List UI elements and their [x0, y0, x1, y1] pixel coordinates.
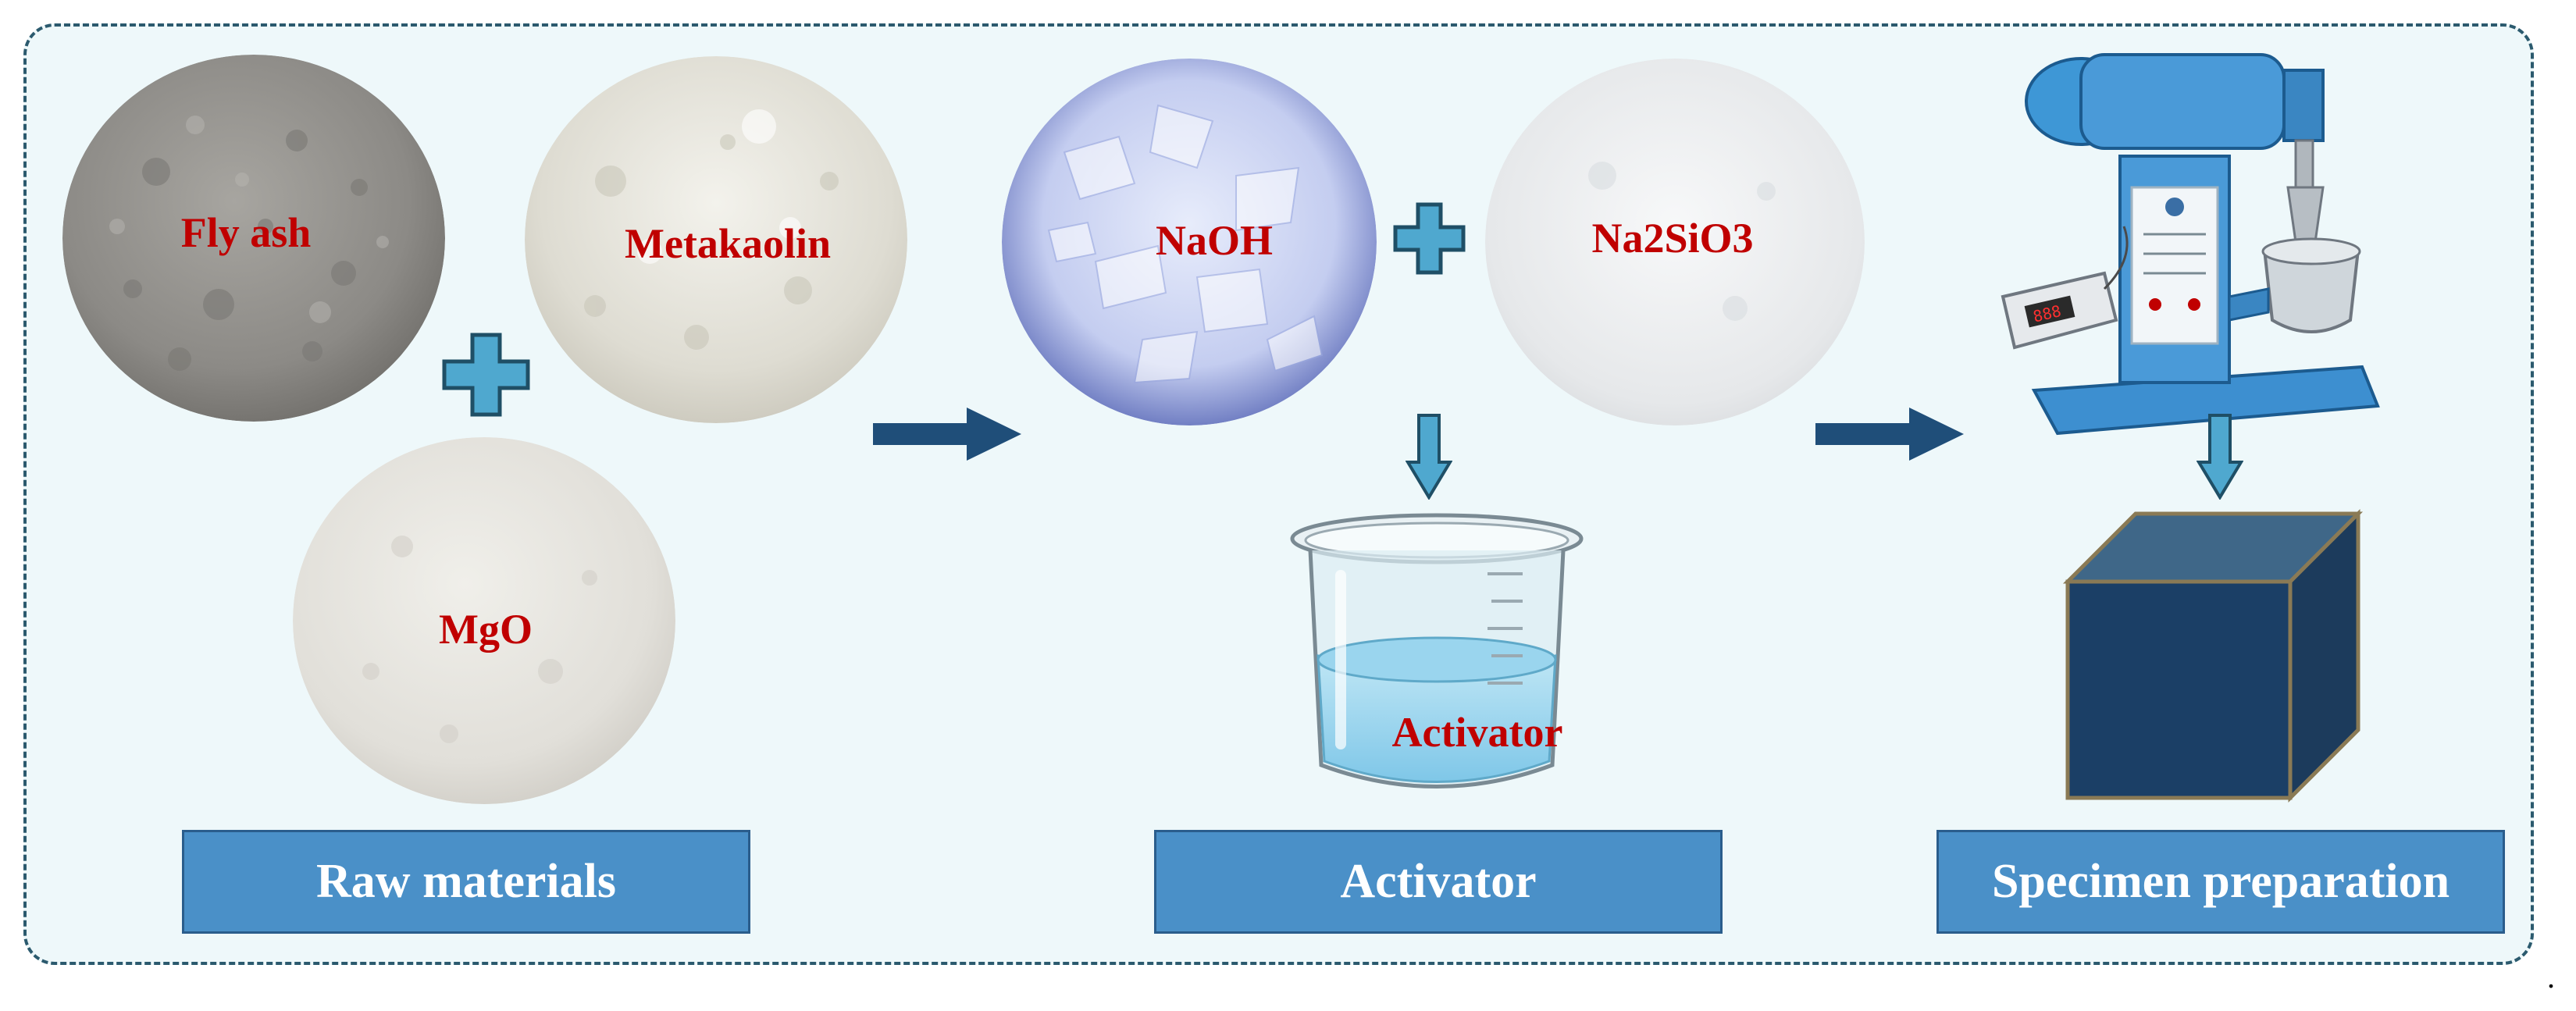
down-arrow-icon	[2197, 414, 2243, 500]
metakaolin-label: Metakaolin	[625, 219, 831, 268]
mortar-mixer-illustration: 888	[1987, 39, 2393, 453]
right-arrow-icon	[873, 408, 1021, 461]
naoh-label: NaOH	[1156, 216, 1273, 265]
right-arrow-icon	[1815, 408, 1964, 461]
trailing-period: .	[2547, 959, 2555, 995]
raw-materials-stage-label: Raw materials	[182, 830, 750, 934]
plus-icon	[1392, 201, 1466, 276]
fly-ash-label: Fly ash	[181, 208, 312, 257]
beaker-label: Activator	[1392, 708, 1563, 756]
down-arrow-icon	[1406, 414, 1452, 500]
plus-icon	[441, 332, 531, 418]
specimen-preparation-stage-text: Specimen preparation	[1992, 854, 2450, 910]
mgo-label: MgO	[439, 605, 533, 653]
sodium-silicate-label: Na2SiO3	[1591, 214, 1753, 262]
activator-stage-label: Activator	[1154, 830, 1723, 934]
cube-specimen-illustration	[2061, 507, 2366, 804]
raw-materials-stage-text: Raw materials	[316, 854, 616, 910]
beaker-illustration	[1288, 507, 1585, 804]
specimen-preparation-stage-label: Specimen preparation	[1936, 830, 2505, 934]
activator-stage-text: Activator	[1340, 854, 1536, 910]
